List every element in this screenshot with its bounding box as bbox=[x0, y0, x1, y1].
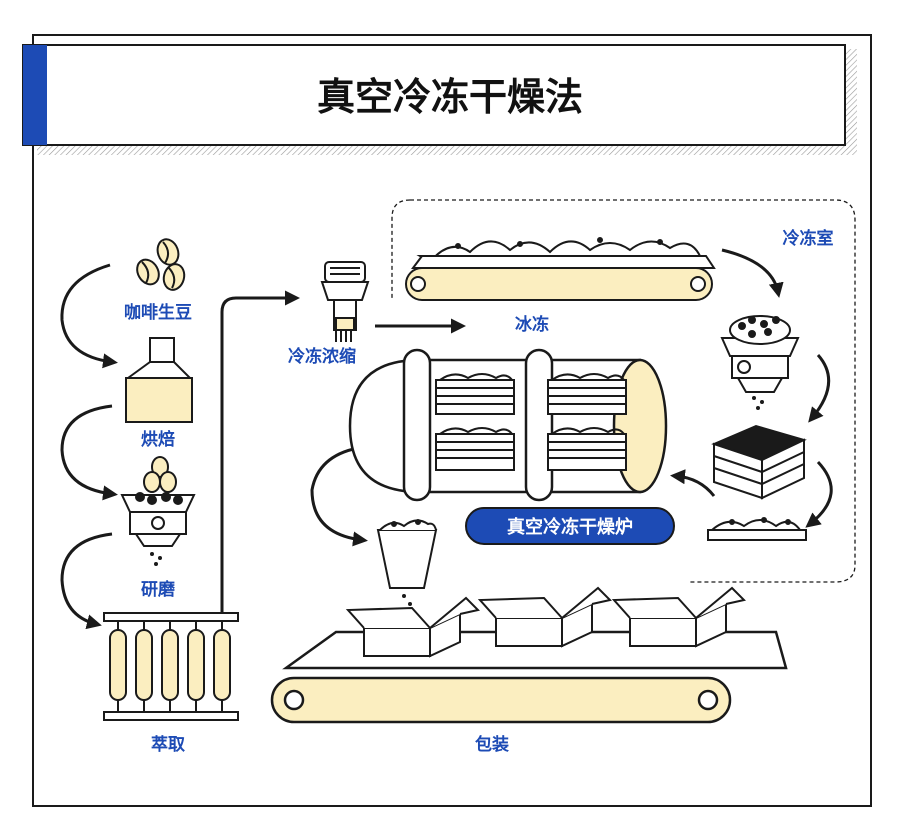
label-concentrate: 冷冻浓缩 bbox=[288, 346, 356, 367]
vacuum-dryer-icon bbox=[348, 348, 668, 502]
roaster-icon bbox=[124, 337, 193, 423]
dryer-label-pill: 真空冷冻干燥炉 bbox=[465, 507, 675, 545]
title-banner: 真空冷冻干燥法 bbox=[22, 44, 857, 155]
label-freeze-room: 冷冻室 bbox=[783, 228, 834, 249]
freeze-concentrator-icon bbox=[320, 261, 370, 342]
page-title: 真空冷冻干燥法 bbox=[317, 75, 583, 119]
frozen-coffee-slab-icon bbox=[711, 424, 807, 500]
package-boxes bbox=[345, 586, 746, 658]
flow-arrows-left bbox=[60, 248, 833, 630]
funnel-icon bbox=[376, 519, 438, 614]
box-icon bbox=[345, 596, 480, 658]
coffee-bean-icon bbox=[136, 238, 186, 291]
label-coffee-beans: 咖啡生豆 bbox=[124, 302, 192, 323]
grinder-icon bbox=[120, 456, 196, 566]
granule-tray-icon bbox=[707, 517, 807, 541]
frozen-grinder-icon bbox=[720, 315, 800, 410]
label-packaging: 包装 bbox=[475, 734, 509, 755]
label-grind: 研磨 bbox=[141, 579, 176, 600]
extraction-columns-icon bbox=[103, 612, 239, 721]
box-icon bbox=[611, 586, 746, 648]
label-roast: 烘焙 bbox=[141, 429, 175, 450]
freezing-belt-icon bbox=[405, 237, 716, 301]
label-extract: 萃取 bbox=[151, 734, 185, 755]
label-freeze: 冰冻 bbox=[515, 314, 549, 335]
label-dryer: 真空冷冻干燥炉 bbox=[507, 516, 633, 538]
title-accent-bar bbox=[23, 45, 47, 145]
box-icon bbox=[477, 586, 612, 648]
